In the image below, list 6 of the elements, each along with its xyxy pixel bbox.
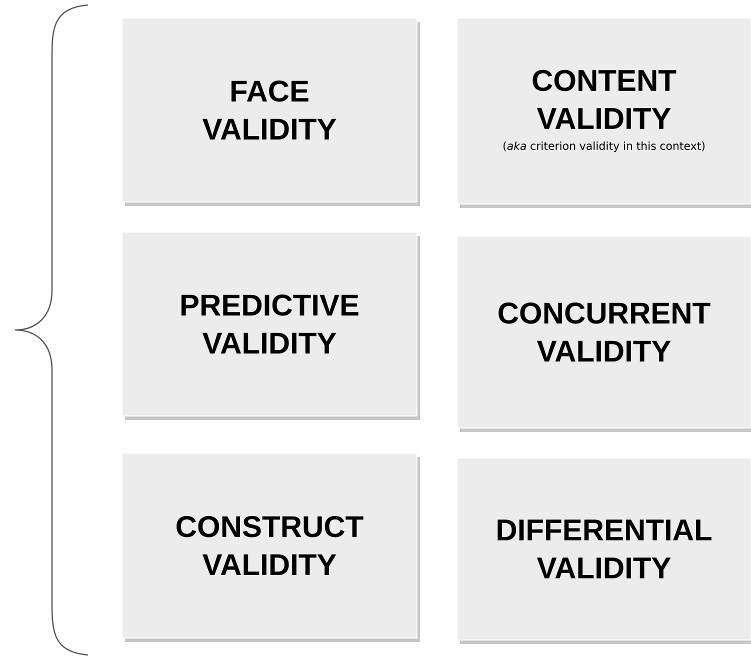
validity-box: CONTENT VALIDITY (aka criterion validity in this context) bbox=[456, 18, 751, 208]
validity-box: CONCURRENT VALIDITY bbox=[456, 235, 751, 432]
validity-box: CONSTRUCT VALIDITY bbox=[122, 452, 420, 642]
validity-box: PREDICTIVE VALIDITY bbox=[122, 232, 420, 420]
validity-box: FACE VALIDITY bbox=[122, 18, 420, 206]
validity-box: DIFFERENTIAL VALIDITY bbox=[456, 457, 751, 644]
